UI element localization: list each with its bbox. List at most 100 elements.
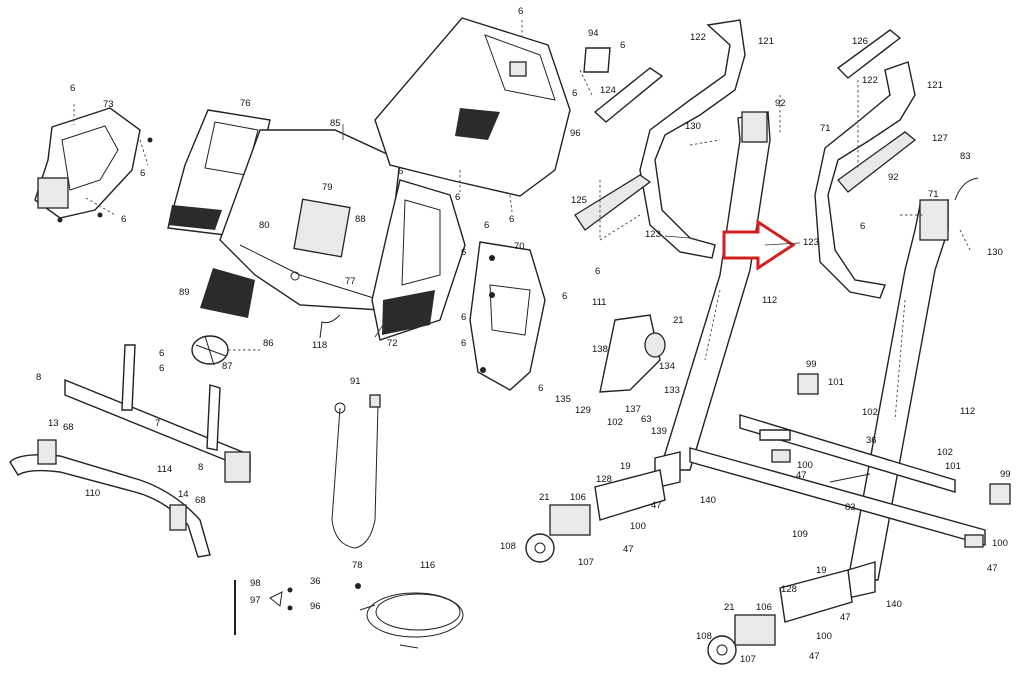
callout-96: 96 [310,601,321,612]
callout-19: 19 [620,461,631,472]
callout-125: 125 [571,195,587,206]
callout-135: 135 [555,394,571,405]
callout-47: 47 [796,470,807,481]
callout-138: 138 [592,344,608,355]
callout-87: 87 [222,361,233,372]
callout-110: 110 [85,488,100,499]
callout-6: 6 [484,220,489,231]
callout-91: 91 [350,376,361,387]
callout-128: 128 [781,584,797,595]
callout-122: 122 [690,32,706,43]
grip-part-127 [837,131,917,193]
callout-102: 102 [937,447,953,458]
callout-107: 107 [578,557,594,568]
leader-lines [342,124,801,338]
callout-6: 6 [595,266,600,277]
callout-111: 111 [592,297,606,308]
callout-6: 6 [140,168,145,179]
handrail-right-part-123 [814,61,916,299]
callout-14: 14 [178,489,189,500]
callout-99: 99 [806,359,817,370]
callout-94: 94 [588,28,599,39]
fan-part-87 [191,335,260,366]
callout-130: 130 [987,247,1003,258]
callout-98: 98 [250,578,261,589]
callout-6: 6 [121,214,126,225]
callout-85: 85 [330,118,341,129]
callout-68: 68 [63,422,74,433]
callout-21: 21 [673,315,684,326]
callout-21: 21 [724,602,735,613]
callout-19: 19 [816,565,827,576]
callout-116: 116 [420,560,435,571]
callout-96: 96 [570,128,581,139]
highlight-arrow [722,219,796,271]
callout-47: 47 [651,500,662,511]
wire-part-83 [829,177,979,483]
callout-6: 6 [398,166,403,177]
callout-68: 68 [195,495,206,506]
callout-102: 102 [607,417,623,428]
console-front-part-72 [371,179,466,341]
callout-6: 6 [461,247,466,258]
callout-126: 126 [852,36,868,47]
wire-part-118 [319,314,341,339]
assembly-guide-lines [599,80,971,421]
callout-100: 100 [992,538,1008,549]
callout-92: 92 [775,98,786,109]
callout-140: 140 [700,495,716,506]
part-124-trim [593,67,664,123]
callout-140: 140 [886,599,902,610]
callout-121: 121 [758,36,774,47]
upright-left-column [659,111,771,471]
callout-122: 122 [862,75,878,86]
cable-part-116 [359,592,464,649]
callout-71: 71 [820,123,831,134]
callout-6: 6 [620,40,625,51]
callout-129: 129 [575,405,591,416]
left-hood-part-73 [34,104,153,223]
callout-77: 77 [345,276,356,287]
callout-83: 83 [845,502,856,513]
part-78 [355,583,361,589]
callout-6: 6 [159,363,164,374]
callout-139: 139 [651,426,667,437]
callout-6: 6 [455,192,460,203]
strap-part-91 [331,394,381,549]
callout-21: 21 [539,492,550,503]
handlebar-part-7 [64,344,251,483]
callout-92: 92 [888,172,899,183]
callout-106: 106 [570,492,586,503]
callout-6: 6 [538,383,543,394]
base-frame-part-109 [654,414,986,599]
foot-assembly-right [707,569,853,665]
callout-114: 114 [157,464,172,475]
callout-47: 47 [987,563,998,574]
callout-79: 79 [322,182,333,193]
callout-121: 121 [927,80,943,91]
callout-133: 133 [664,385,680,396]
callout-123: 123 [803,237,819,248]
callout-36: 36 [866,435,877,446]
callout-99: 99 [1000,469,1011,480]
callout-78: 78 [352,560,363,571]
callout-6: 6 [461,312,466,323]
callout-86: 86 [263,338,274,349]
callout-13: 13 [48,418,59,429]
callout-102: 102 [862,407,878,418]
callout-6: 6 [461,338,466,349]
grip-part-125 [574,174,652,231]
callout-63: 63 [641,414,652,425]
upright-part-110 [9,439,211,558]
callout-83: 83 [960,151,971,162]
callout-88: 88 [355,214,366,225]
callout-70: 70 [514,241,525,252]
callout-134: 134 [659,361,675,372]
callout-89: 89 [179,287,190,298]
callout-8: 8 [36,372,41,383]
callout-124: 124 [600,85,616,96]
callout-101: 101 [828,377,844,388]
bracket-part-70 [469,241,546,391]
